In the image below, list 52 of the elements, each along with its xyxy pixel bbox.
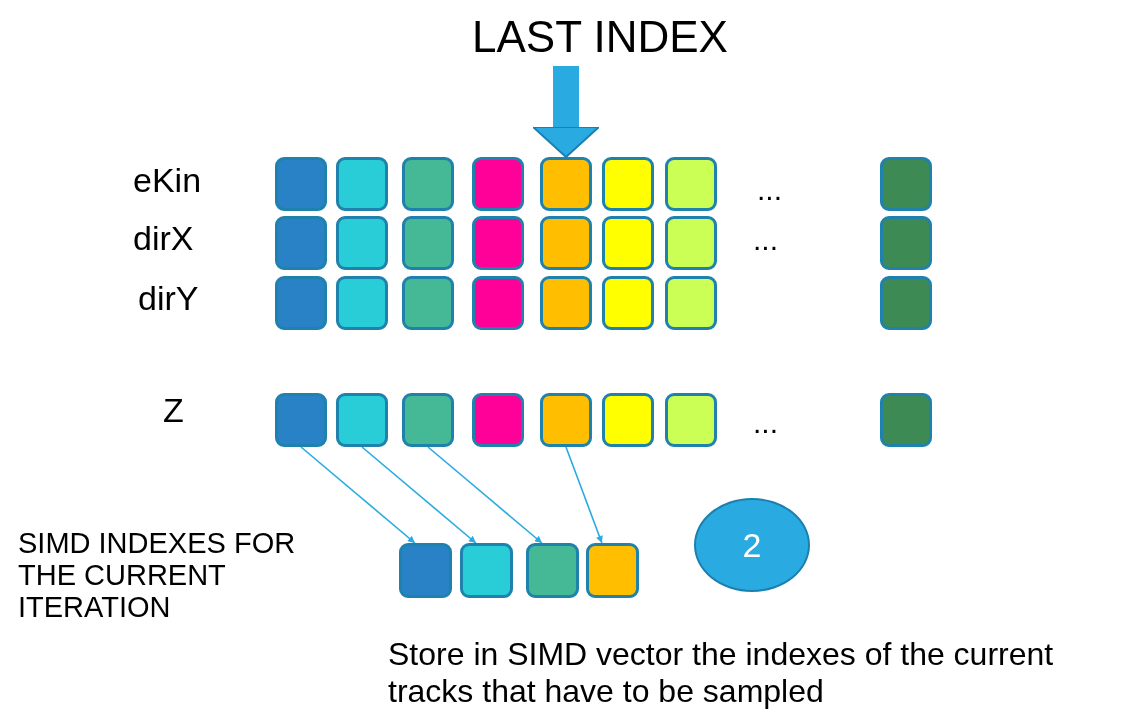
- data-square: [402, 157, 454, 211]
- row-label: dirX: [133, 218, 195, 259]
- data-square: [602, 216, 654, 270]
- data-square: [402, 276, 454, 330]
- arrow: [361, 446, 477, 544]
- data-square: [880, 157, 932, 211]
- data-square: [275, 276, 327, 330]
- data-square: [880, 276, 932, 330]
- data-square: [526, 543, 579, 598]
- data-square: [460, 543, 513, 598]
- data-square: [336, 216, 388, 270]
- ellipsis: ...: [753, 222, 779, 258]
- block-arrow: [532, 66, 600, 158]
- arrow: [565, 446, 603, 544]
- description-text: Store in SIMD vector the indexes of the current tracks that have to be sampled: [388, 636, 1055, 710]
- data-square: [665, 276, 717, 330]
- data-square: [275, 393, 327, 447]
- data-square: [665, 157, 717, 211]
- data-square: [472, 276, 524, 330]
- data-square: [402, 216, 454, 270]
- data-square: [880, 393, 932, 447]
- data-square: [472, 393, 524, 447]
- data-square: [402, 393, 454, 447]
- row-label: dirY: [138, 278, 200, 319]
- data-square: [602, 157, 654, 211]
- data-square: [880, 216, 932, 270]
- data-square: [540, 216, 592, 270]
- ellipsis: ...: [757, 172, 783, 208]
- step-number-circle: 2: [694, 498, 810, 592]
- data-square: [472, 157, 524, 211]
- data-square: [586, 543, 639, 598]
- data-square: [336, 393, 388, 447]
- data-square: [540, 276, 592, 330]
- ellipsis: ...: [753, 405, 779, 441]
- description-text: SIMD INDEXES FOR THE CURRENT ITERATION: [18, 528, 297, 624]
- data-square: [602, 393, 654, 447]
- data-square: [540, 393, 592, 447]
- heading: LAST INDEX: [440, 8, 760, 66]
- data-square: [399, 543, 452, 598]
- data-square: [472, 216, 524, 270]
- data-square: [275, 216, 327, 270]
- data-square: [602, 276, 654, 330]
- arrow: [427, 446, 543, 544]
- row-label: eKin: [133, 160, 203, 201]
- data-square: [665, 393, 717, 447]
- data-square: [336, 157, 388, 211]
- data-square: [540, 157, 592, 211]
- data-square: [275, 157, 327, 211]
- row-label: Z: [163, 390, 185, 431]
- data-square: [665, 216, 717, 270]
- arrow: [300, 446, 416, 544]
- data-square: [336, 276, 388, 330]
